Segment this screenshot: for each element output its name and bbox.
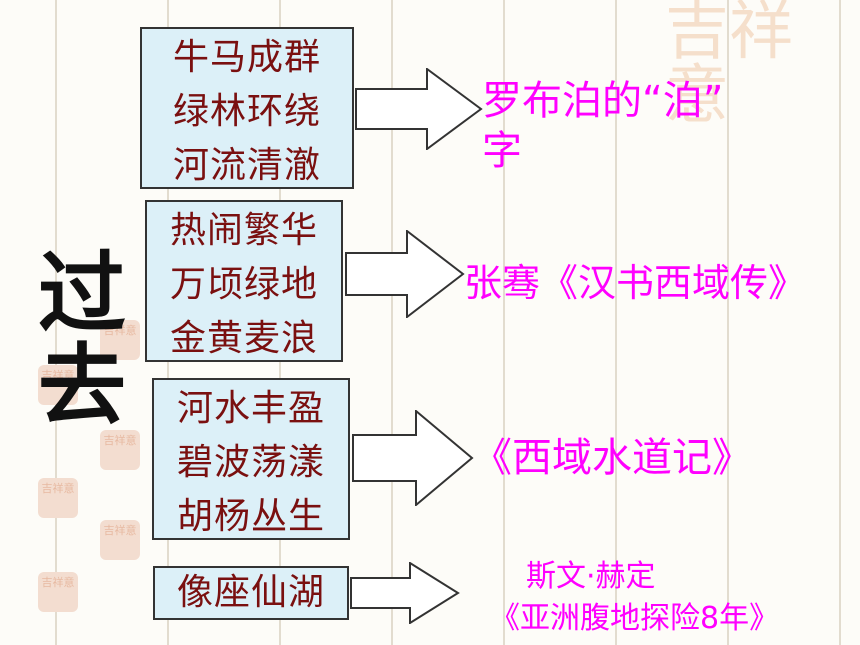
arrow-right-icon (355, 68, 483, 150)
description-line: 像座仙湖 (176, 572, 325, 613)
description-line: 河水丰盈 (176, 388, 325, 429)
page-title: 过 去 (38, 242, 127, 437)
arrow-right-icon (345, 230, 465, 318)
stamp-text: 吉祥意 (41, 482, 75, 495)
stamp-text: 吉祥意 (41, 369, 75, 382)
description-line: 绿林环绕 (172, 91, 321, 132)
description-line: 牛马成群 (172, 37, 321, 78)
description-box-3: 河水丰盈 碧波荡漾 胡杨丛生 (152, 378, 350, 540)
annotation-2: 张骞《汉书西域传》 (464, 258, 806, 308)
description-line: 碧波荡漾 (176, 442, 325, 483)
decorative-stamp: 吉祥意 (38, 572, 78, 612)
description-line: 热闹繁华 (169, 210, 318, 251)
annotation-4: 斯文·赫定 《亚洲腹地探险8年》 (490, 556, 779, 640)
decorative-stamp: 吉祥意 (100, 430, 140, 470)
description-line: 胡杨丛生 (176, 496, 325, 537)
page-title-char: 过 (38, 242, 127, 345)
stamp-text: 吉祥意 (41, 576, 75, 589)
watermark-calligraphy: 吉祥意 (665, 0, 855, 128)
description-box-4: 像座仙湖 (153, 566, 349, 620)
annotation-line: 《亚洲腹地探险8年》 (490, 601, 780, 636)
description-line: 万顷绿地 (169, 264, 318, 305)
description-box-1: 牛马成群 绿林环绕 河流清澈 (140, 27, 354, 189)
annotation-1: 罗布泊的“泊” 字 (482, 76, 723, 176)
decorative-stamp: 吉祥意 (100, 320, 140, 360)
stamp-text: 吉祥意 (103, 324, 137, 337)
description-box-2: 热闹繁华 万顷绿地 金黄麦浪 (145, 200, 343, 362)
annotation-line: 字 (482, 128, 522, 174)
decorative-stamp: 吉祥意 (38, 365, 78, 405)
page-title-char: 去 (38, 334, 127, 437)
description-line: 金黄麦浪 (169, 318, 318, 359)
description-line: 河流清澈 (172, 145, 321, 186)
annotation-3: 《西域水道记》 (472, 432, 752, 484)
stamp-text: 吉祥意 (103, 524, 137, 537)
annotation-line: 斯文·赫定 (526, 559, 656, 594)
decorative-stamp: 吉祥意 (100, 520, 140, 560)
watermark-text: 吉祥意 (665, 0, 793, 133)
annotation-line: 罗布泊的“泊” (482, 78, 724, 124)
stamp-text: 吉祥意 (103, 434, 137, 447)
annotation-line: 《西域水道记》 (472, 435, 752, 481)
decorative-stamp: 吉祥意 (38, 478, 78, 518)
annotation-line: 张骞《汉书西域传》 (464, 261, 807, 305)
arrow-right-icon (350, 562, 460, 624)
arrow-right-icon (352, 410, 474, 506)
